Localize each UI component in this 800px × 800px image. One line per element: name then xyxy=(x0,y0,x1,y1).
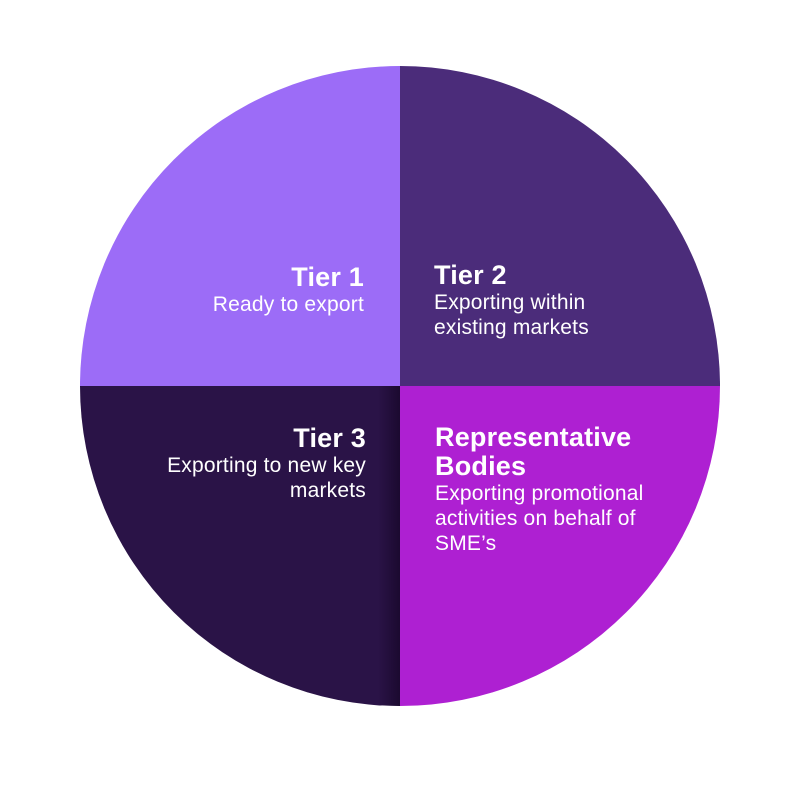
representative-bodies-description-line: SME’s xyxy=(435,532,497,555)
tier1-description-line: Ready to export xyxy=(212,293,364,316)
pie-slice-tier3 xyxy=(80,386,400,706)
representative-bodies-title-line: Bodies xyxy=(435,451,527,481)
tier2-label: Tier 2 Exporting within existing markets xyxy=(434,261,589,340)
tier3-description-line: markets xyxy=(289,479,366,502)
tier3-description-line: Exporting to new key xyxy=(167,454,366,477)
tier3-title: Tier 3 xyxy=(293,423,366,453)
pie-slice-representative-bodies xyxy=(400,386,720,706)
tier2-description-line: existing markets xyxy=(434,316,589,339)
tier2-title: Tier 2 xyxy=(434,260,507,290)
representative-bodies-description-line: Exporting promotional xyxy=(435,482,644,505)
tier2-description-line: Exporting within xyxy=(434,291,586,314)
representative-bodies-label: Representative Bodies Exporting promotio… xyxy=(435,423,643,556)
representative-bodies-title-line: Representative xyxy=(435,422,632,452)
pie-chart xyxy=(80,66,720,706)
tier1-label: Tier 1 Ready to export xyxy=(213,263,364,317)
tier3-label: Tier 3 Exporting to new key markets xyxy=(167,424,366,503)
representative-bodies-description-line: activities on behalf of xyxy=(435,507,636,530)
pie-slice-tier1 xyxy=(80,66,400,386)
pie-slice-tier2 xyxy=(400,66,720,386)
tier1-title: Tier 1 xyxy=(291,262,364,292)
